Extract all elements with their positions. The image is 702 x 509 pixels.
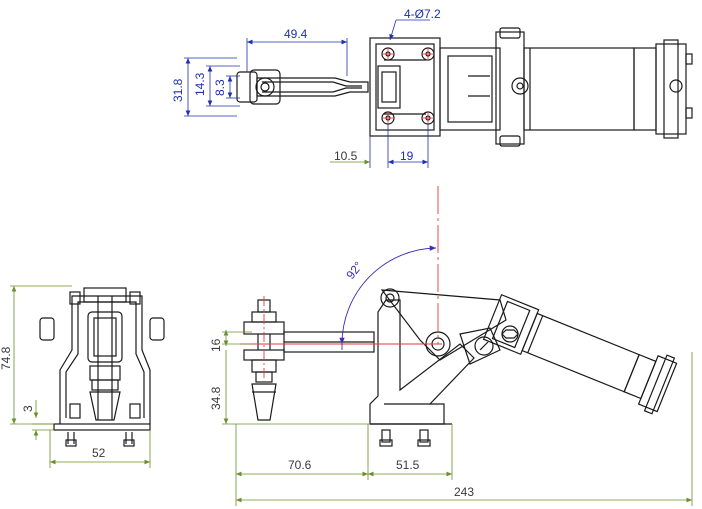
front-base-thickness-label: 3 xyxy=(21,405,35,412)
top-view xyxy=(236,27,693,147)
top-centerlines xyxy=(382,48,434,124)
top-hole-spacing-label: 19 xyxy=(400,149,414,163)
side-dimensions xyxy=(222,330,693,506)
side-base-length-label: 51.5 xyxy=(396,458,420,472)
front-view xyxy=(39,287,165,447)
hole-callout-label: 4-Ø7.2 xyxy=(404,7,441,21)
side-arm-height-label: 16 xyxy=(209,338,223,352)
side-base-height-label: 34.8 xyxy=(209,386,223,410)
top-offset-label: 10.5 xyxy=(334,149,358,163)
side-reach-label: 70.6 xyxy=(288,458,312,472)
front-width-label: 52 xyxy=(92,446,106,460)
side-total-length-label: 243 xyxy=(454,485,474,499)
top-reach-label: 49.4 xyxy=(284,27,308,41)
top-cylinder xyxy=(439,27,693,147)
front-height-label: 74.8 xyxy=(0,346,13,370)
angle-label: 92° xyxy=(343,259,365,282)
top-dimensions xyxy=(184,19,430,168)
top-spindle-nut xyxy=(249,69,281,105)
side-centerlines xyxy=(240,186,442,380)
side-view xyxy=(243,288,678,447)
angle-arc xyxy=(339,245,437,350)
front-dimensions xyxy=(10,285,151,468)
top-height-inner-label: 8.3 xyxy=(213,79,227,96)
top-height-mid-label: 14.3 xyxy=(193,72,207,96)
top-height-outer-label: 31.8 xyxy=(171,78,185,102)
top-arm xyxy=(236,71,369,103)
